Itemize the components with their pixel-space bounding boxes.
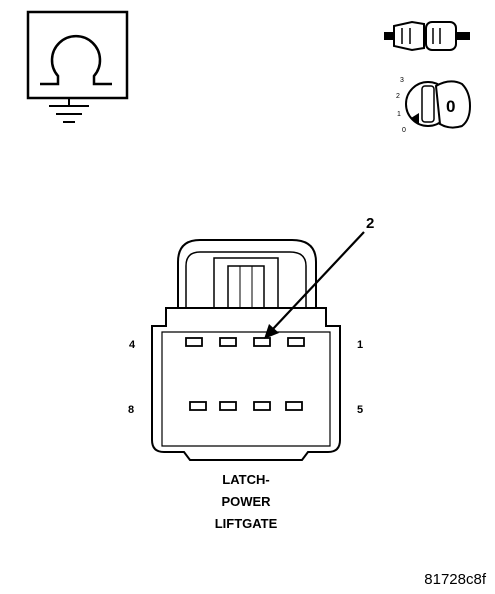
ignition-position-0: 0	[402, 127, 406, 134]
callout-number: 2	[366, 215, 374, 232]
pin-label-5: 5	[357, 404, 363, 416]
pin-label-8: 8	[128, 404, 134, 416]
cavity-2	[253, 337, 271, 347]
connector-title-line-1: LATCH-	[222, 472, 269, 487]
connector-title-line-3: LIFTGATE	[215, 516, 278, 531]
cavity-6	[253, 401, 271, 411]
cavity-3	[219, 337, 237, 347]
pin-label-1: 1	[357, 339, 363, 351]
connector-title-line-2: POWER	[221, 494, 271, 509]
ignition-key-off-icon: 3 2 1 0 0	[396, 77, 472, 134]
ignition-position-1: 1	[397, 111, 401, 118]
ground-ohm-symbol-icon	[26, 10, 129, 123]
figure-id: 81728c8f	[424, 571, 487, 588]
ignition-position-2: 2	[396, 93, 400, 100]
cavity-5	[285, 401, 303, 411]
cavity-1	[287, 337, 305, 347]
pin-cavities	[185, 337, 305, 411]
pin-label-4: 4	[129, 339, 136, 351]
connector-disconnect-icon	[384, 20, 470, 52]
connector-housing	[151, 239, 341, 461]
ignition-position-3: 3	[400, 77, 404, 84]
ignition-key-label: 0	[446, 97, 455, 116]
callout-arrow	[264, 231, 365, 339]
cavity-7	[219, 401, 237, 411]
cavity-4	[185, 337, 203, 347]
cavity-8	[189, 401, 207, 411]
